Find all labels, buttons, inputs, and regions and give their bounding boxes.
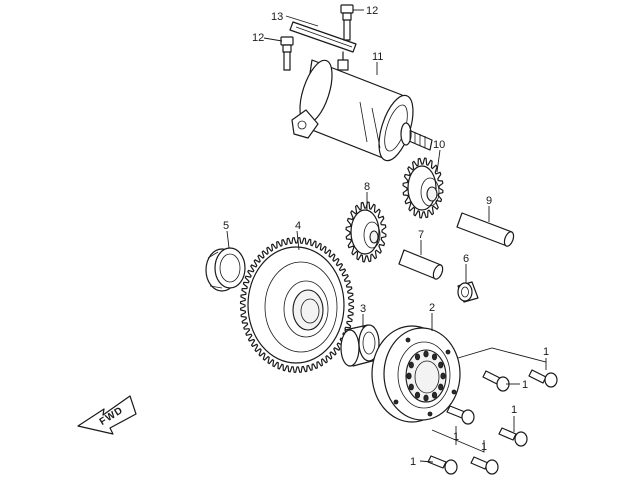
- label-part-12-side: 12: [252, 32, 264, 44]
- part-1-bolt-c: [446, 405, 475, 425]
- label-part-7: 7: [418, 229, 424, 241]
- leader-lines: [226, 9, 547, 463]
- label-part-2: 2: [429, 302, 435, 314]
- label-part-1-d: 1: [453, 431, 459, 443]
- clutch-roller: [440, 372, 446, 380]
- label-part-1-c: 1: [511, 404, 517, 416]
- part-12-bolt-lower: [280, 36, 294, 71]
- label-part-1-a: 1: [543, 346, 549, 358]
- part-2-starter-clutch: [371, 325, 461, 423]
- part-11-starter-motor: [291, 51, 433, 162]
- part-4-ring-gear: [239, 237, 355, 373]
- clutch-roller: [406, 372, 412, 380]
- label-part-9: 9: [486, 195, 492, 207]
- clutch-roller: [423, 350, 429, 358]
- part-1-bolt-f: [470, 456, 499, 475]
- label-part-5: 5: [223, 220, 229, 232]
- part-10-double-gear: [402, 157, 444, 219]
- label-part-1-e: 1: [481, 441, 487, 453]
- clutch-roller: [408, 361, 414, 369]
- label-part-13: 13: [271, 11, 283, 23]
- part-6-bushing: [457, 281, 479, 303]
- clutch-roller: [414, 353, 421, 361]
- label-part-6: 6: [463, 253, 469, 265]
- label-part-10: 10: [433, 139, 445, 151]
- label-part-1-f: 1: [410, 456, 416, 468]
- label-part-3: 3: [360, 303, 366, 315]
- clutch-roller: [423, 394, 429, 402]
- clutch-roller: [431, 353, 438, 361]
- clutch-roller: [414, 391, 421, 399]
- part-1-bolt-b: [528, 369, 558, 388]
- part-1-bolt-e: [427, 455, 458, 475]
- label-part-8: 8: [364, 181, 370, 193]
- label-part-4: 4: [295, 220, 301, 232]
- fwd-direction-arrow: FWD: [77, 395, 137, 435]
- clutch-roller: [431, 391, 438, 399]
- clutch-roller: [438, 383, 444, 391]
- clutch-roller: [408, 383, 414, 391]
- part-1-bolt-a: [482, 370, 510, 392]
- part-12-bolt-upper: [340, 4, 354, 41]
- clutch-roller: [438, 361, 444, 369]
- callout-labels: 13 12 12 11 10 9 8 7 6 5 4 3 2 1 1 1 1 1…: [223, 5, 549, 468]
- part-13-strip: [289, 21, 357, 53]
- label-part-11: 11: [372, 51, 383, 63]
- label-part-12-top: 12: [366, 5, 378, 17]
- part-5-bearing-ring: [205, 247, 246, 292]
- part-3-needle-bearing: [340, 324, 380, 367]
- part-1-bolt-d: [498, 427, 528, 447]
- part-7-pin: [398, 249, 444, 280]
- part-8-idle-gear: [345, 201, 387, 263]
- part-9-pin: [456, 212, 515, 247]
- label-part-1-b: 1: [522, 379, 528, 391]
